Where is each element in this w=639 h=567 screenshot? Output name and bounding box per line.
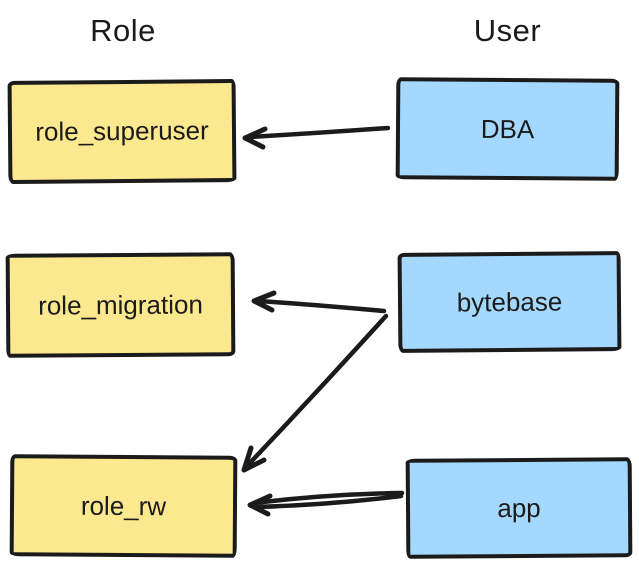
node-label: role_migration xyxy=(38,288,203,321)
column-title-user: User xyxy=(473,13,542,48)
arrow-bytebase-to-role-migration xyxy=(251,290,387,314)
arrow-app-to-role-rw xyxy=(247,490,405,517)
node-label: role_superuser xyxy=(35,115,209,147)
node-label: DBA xyxy=(480,113,535,144)
node-role-migration: role_migration xyxy=(5,252,236,358)
node-user-app: app xyxy=(405,457,633,559)
arrow-dba-to-role-superuser xyxy=(242,125,391,150)
node-user-bytebase: bytebase xyxy=(397,251,622,353)
node-user-dba: DBA xyxy=(395,77,620,181)
column-title-role: Role xyxy=(90,13,156,48)
node-label: bytebase xyxy=(456,286,563,317)
node-role-superuser: role_superuser xyxy=(7,79,237,184)
node-label: app xyxy=(497,492,541,523)
node-role-rw: role_rw xyxy=(9,454,238,558)
node-label: role_rw xyxy=(80,490,167,521)
arrow-bytebase-to-role-rw xyxy=(241,313,389,473)
